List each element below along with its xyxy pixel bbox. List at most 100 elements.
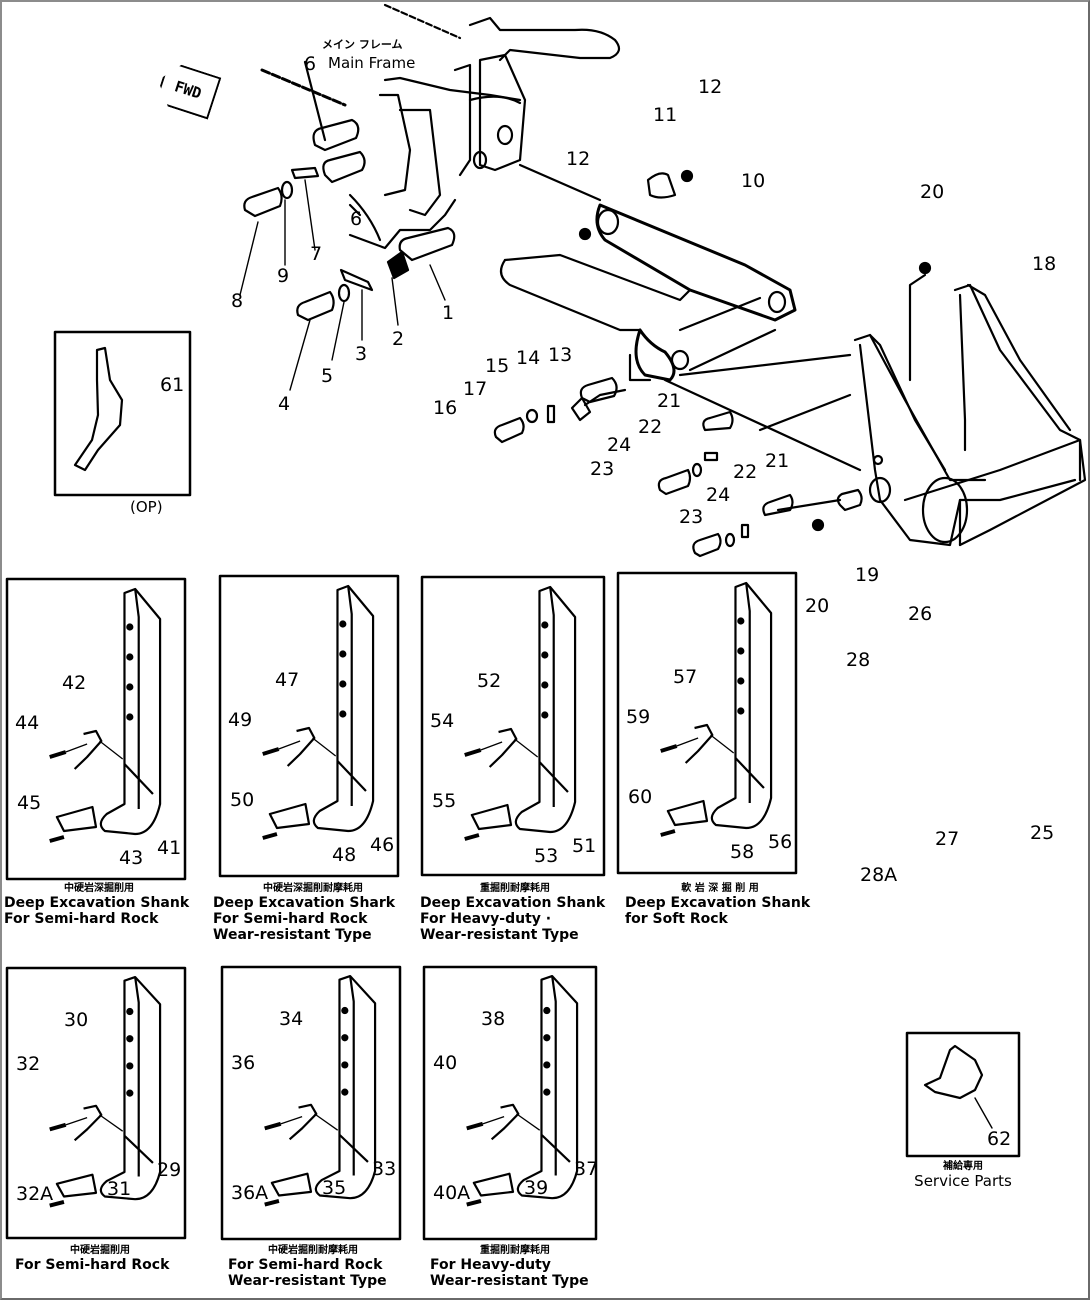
- part-label-24a: 24: [607, 434, 632, 456]
- caption-line: Deep Excavation Shank: [625, 895, 811, 911]
- part-label-55: 55: [432, 790, 457, 812]
- part-label-38: 38: [481, 1008, 506, 1030]
- part-label-5: 5: [321, 365, 334, 387]
- shank-illustration-r2-1: [264, 974, 377, 1207]
- part-label-30: 30: [64, 1009, 89, 1031]
- part-label-37: 37: [574, 1158, 599, 1180]
- part-label-25: 25: [1030, 822, 1055, 844]
- part-label-29: 29: [157, 1159, 182, 1181]
- caption-line: Service Parts: [914, 1172, 1012, 1190]
- part-label-20b: 20: [805, 595, 830, 617]
- caption-line: For Semi-hard Rock: [228, 1257, 383, 1273]
- main-frame-label: Main Frame: [328, 54, 416, 72]
- caption-line: For Semi-hard Rock: [213, 911, 368, 927]
- caption-line: For Semi-hard Rock: [15, 1257, 170, 1273]
- part-label-17: 17: [463, 378, 488, 400]
- main-frame-drawing: [260, 3, 621, 250]
- part-label-23b: 23: [679, 506, 704, 528]
- part-label-46: 46: [370, 834, 395, 856]
- shank-illustration-r1-2: [464, 585, 577, 841]
- part-label-6b: 6: [350, 208, 363, 230]
- part-label-22a: 22: [638, 416, 663, 438]
- main-frame-label-jp: メイン フレーム: [322, 38, 403, 51]
- part-label-8: 8: [231, 290, 244, 312]
- part-label-36: 36: [231, 1052, 256, 1074]
- shank-illustration-r1-3: [660, 581, 773, 837]
- part-label-53: 53: [534, 845, 559, 867]
- part-label-39: 39: [524, 1177, 549, 1199]
- frame-18-drawing: [758, 261, 1087, 547]
- part-label-21a: 21: [657, 390, 682, 412]
- part-label-28A: 28A: [860, 864, 898, 886]
- service-parts-box: [905, 1031, 1021, 1158]
- part-label-40A: 40A: [433, 1182, 471, 1204]
- part-label-16: 16: [433, 397, 458, 419]
- part-label-14: 14: [516, 347, 541, 369]
- arm-10-drawing: [499, 163, 862, 472]
- part-label-10: 10: [741, 170, 766, 192]
- part-label-41: 41: [157, 837, 182, 859]
- shank-illustration-r1-1: [262, 584, 375, 840]
- caption-line: Wear-resistant Type: [228, 1273, 387, 1289]
- part-label-61: 61: [160, 374, 185, 396]
- part-label-23a: 23: [590, 458, 615, 480]
- part-label-9: 9: [277, 265, 290, 287]
- hardware-parts-13-24: [493, 376, 794, 558]
- caption-jp: 中硬岩深掘削用: [64, 883, 134, 894]
- part-label-7: 7: [310, 243, 323, 265]
- caption-line: Deep Excavation Shank: [420, 895, 606, 911]
- shank-illustration-r1-0: [49, 587, 162, 843]
- part-label-6a: 6: [304, 53, 317, 75]
- part-label-22b: 22: [733, 461, 758, 483]
- caption-jp: 補給専用: [943, 1161, 983, 1172]
- caption-line: Wear-resistant Type: [430, 1273, 589, 1289]
- part-label-59: 59: [626, 706, 651, 728]
- part-label-54: 54: [430, 710, 455, 732]
- caption-line: Deep Excavation Shark: [213, 895, 396, 911]
- part-label-40: 40: [433, 1052, 458, 1074]
- part-label-20a: 20: [920, 181, 945, 203]
- part-label-19: 19: [855, 564, 880, 586]
- part-label-24b: 24: [706, 484, 731, 506]
- part-label-33: 33: [372, 1158, 397, 1180]
- part-label-60: 60: [628, 786, 653, 808]
- part-label-35: 35: [322, 1177, 347, 1199]
- shank-panels-row2: [5, 965, 598, 1241]
- caption-jp: 重掘削耐摩耗用: [480, 1245, 550, 1256]
- part-label-48: 48: [332, 844, 357, 866]
- part-label-26: 26: [908, 603, 933, 625]
- part-label-49: 49: [228, 709, 253, 731]
- shank-illustration-r2-0: [49, 975, 162, 1208]
- part-label-4: 4: [278, 393, 291, 415]
- part-label-50: 50: [230, 789, 255, 811]
- part-label-1: 1: [442, 302, 455, 324]
- shank-illustration-r2-2: [466, 974, 579, 1207]
- part-label-13: 13: [548, 344, 573, 366]
- part-label-12a: 12: [698, 76, 723, 98]
- shank-panels-row1: [5, 571, 798, 881]
- part-label-27: 27: [935, 828, 960, 850]
- part-label-45: 45: [17, 792, 42, 814]
- part-label-34: 34: [279, 1008, 304, 1030]
- caption-line: Wear-resistant Type: [213, 927, 372, 943]
- caption-line: Wear-resistant Type: [420, 927, 579, 943]
- caption-jp: 中硬岩掘削用: [70, 1245, 130, 1256]
- part-label-31: 31: [107, 1178, 132, 1200]
- part-label-32: 32: [16, 1053, 41, 1075]
- part-label-28: 28: [846, 649, 871, 671]
- part-label-52: 52: [477, 670, 502, 692]
- caption-line: for Soft Rock: [625, 911, 728, 927]
- caption-line: For Heavy-duty: [430, 1257, 551, 1273]
- op-box: [53, 330, 192, 497]
- caption-jp: 軟 岩 深 掘 削 用: [681, 883, 759, 894]
